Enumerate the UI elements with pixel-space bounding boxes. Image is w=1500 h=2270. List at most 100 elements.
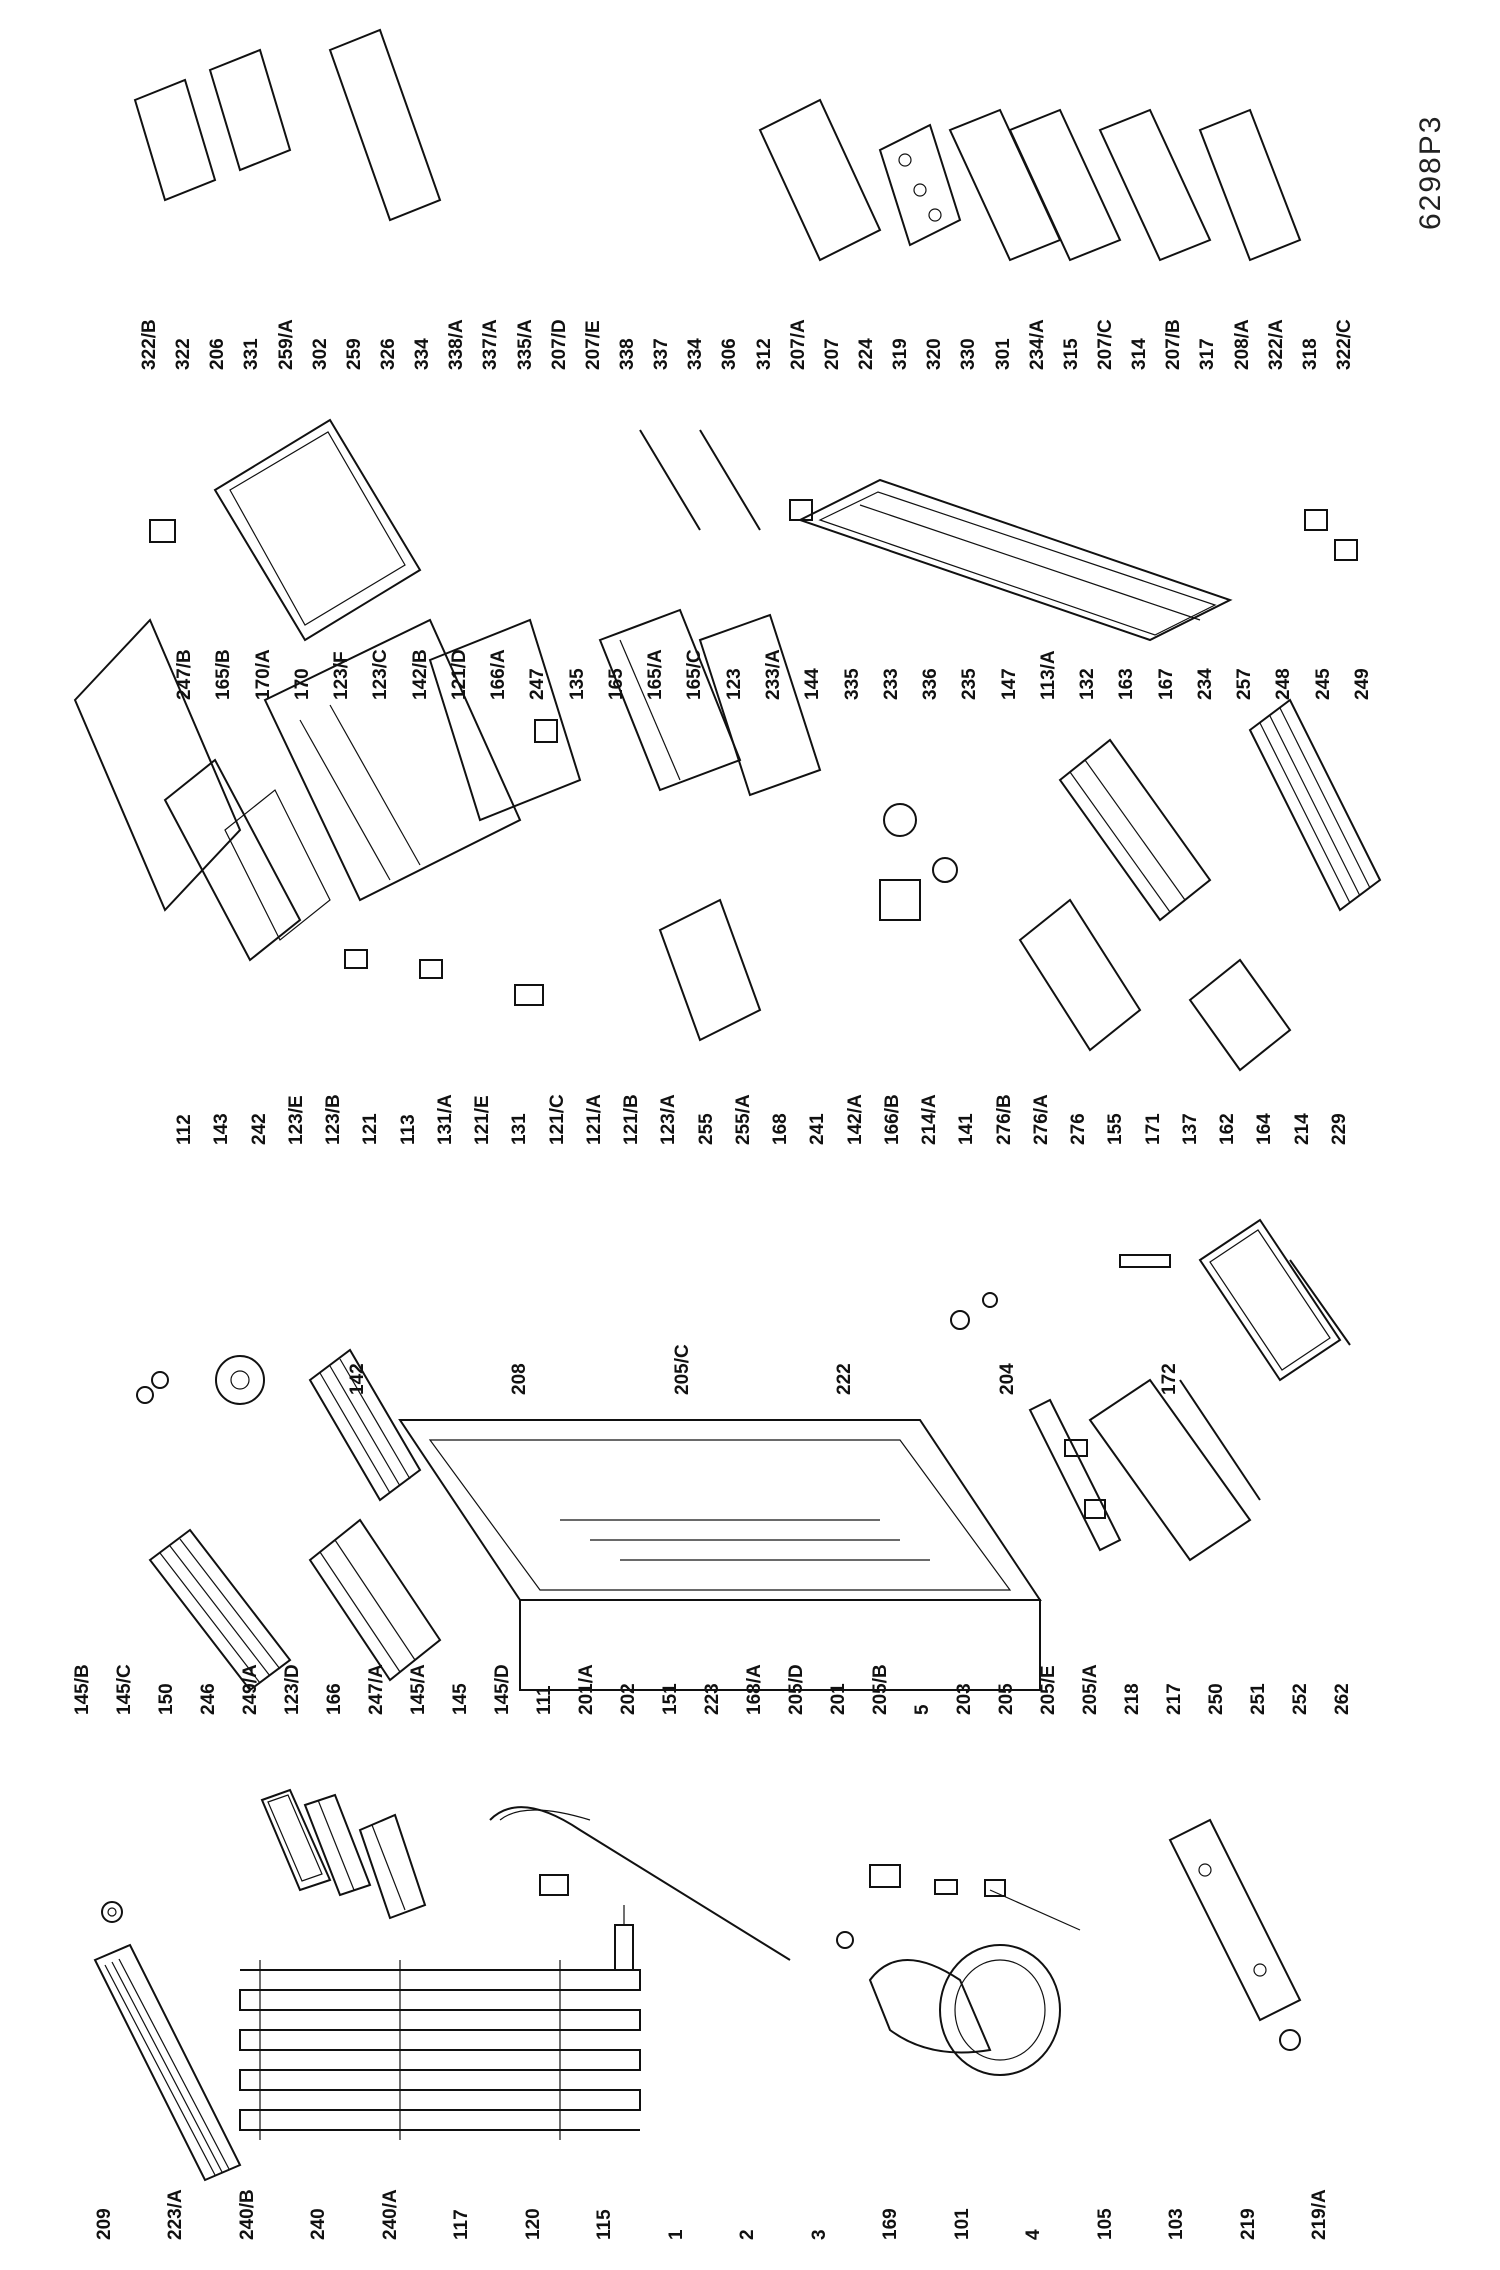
center-parts: [73, 608, 1382, 1072]
callout-label: 168/A: [744, 1664, 765, 1715]
part-111-cabinet-liner: [398, 1419, 1042, 1691]
callout-label: 247/A: [366, 1664, 387, 1715]
part-302-bin: [208, 48, 292, 172]
part-165: [534, 719, 558, 743]
part-334-strip: [639, 429, 701, 531]
callout-label: 306: [719, 338, 740, 370]
callout-label: 206: [207, 338, 228, 370]
callout-label: 246: [198, 1683, 219, 1715]
callout-label: 251: [1248, 1683, 1269, 1715]
callout-label: 145/B: [72, 1664, 93, 1715]
callout-label: 147: [999, 668, 1020, 700]
callout-label: 319: [890, 338, 911, 370]
part-252-crisper: [1198, 1218, 1342, 1382]
callout-label: 314: [1129, 338, 1150, 370]
callout-label: 142/A: [845, 1094, 866, 1145]
part-209: [101, 1901, 123, 1923]
callout-label: 317: [1197, 338, 1218, 370]
callout-label: 337: [651, 338, 672, 370]
callout-label: 121/C: [547, 1094, 568, 1145]
callout-label: 214: [1292, 1113, 1313, 1145]
part-240-ice-tray: [303, 1793, 372, 1897]
part-168: [658, 898, 762, 1042]
part-262-rail: [1289, 1259, 1351, 1346]
callout-label: 145: [450, 1683, 471, 1715]
callout-label: 103: [1166, 2208, 1187, 2240]
callout-label: 111: [534, 1685, 555, 1715]
callout-label: 165/B: [213, 649, 234, 700]
part-162-shelf: [1058, 738, 1212, 922]
callout-label: 205/B: [870, 1664, 891, 1715]
callout-label: 123/B: [323, 1094, 344, 1145]
part-331-freezer-door: [213, 418, 422, 642]
callout-label: 334: [412, 338, 433, 370]
callout-label: 207/C: [1095, 319, 1116, 370]
callout-label: 113/A: [1038, 650, 1059, 700]
part-322-hinge: [149, 519, 176, 543]
callout-label: 241: [807, 1113, 828, 1145]
part-247: [428, 618, 582, 822]
callout-label: 207: [822, 338, 843, 370]
callout-label: 170: [292, 668, 313, 700]
part-330-shelf: [1008, 108, 1122, 262]
callout-label: 338/A: [446, 319, 467, 370]
callout-label: 233: [881, 668, 902, 700]
callout-label: 3: [809, 2229, 830, 2240]
callout-label: 155: [1105, 1113, 1126, 1145]
callout-label: 204: [997, 1363, 1018, 1395]
part-240b-tray: [260, 1788, 332, 1892]
callout-label: 320: [924, 338, 945, 370]
part-207-hinge: [789, 499, 813, 521]
callout-label: 338: [617, 338, 638, 370]
callout-label: 169: [880, 2208, 901, 2240]
callout-label: 137: [1180, 1113, 1201, 1145]
callout-label: 132: [1077, 668, 1098, 700]
part-322a-hinge: [1304, 509, 1328, 531]
callout-label: 141: [956, 1113, 977, 1145]
part-150-fan: [215, 1355, 265, 1405]
callout-label: 301: [993, 338, 1014, 370]
callout-label: 164: [1254, 1113, 1275, 1145]
callout-label: 207/E: [583, 320, 604, 370]
callout-label: 121/B: [621, 1094, 642, 1145]
callout-label: 234: [1195, 668, 1216, 700]
part-132-knob: [883, 803, 917, 837]
callout-label: 335/A: [515, 319, 536, 370]
callout-label: 166/B: [882, 1094, 903, 1145]
callout-label: 123: [724, 668, 745, 700]
callout-label: 240/A: [380, 2189, 401, 2240]
callout-label: 315: [1061, 338, 1082, 370]
callout-label: 105: [1095, 2208, 1116, 2240]
callout-label: 214/A: [919, 1094, 940, 1145]
callout-label: 248: [1273, 668, 1294, 700]
part-142-evaporator: [308, 1348, 422, 1502]
callout-label: 168: [770, 1113, 791, 1145]
part-101-compressor: [939, 1944, 1061, 2076]
callout-label: 242: [249, 1113, 270, 1145]
part-4: [934, 1879, 958, 1895]
callout-label: 322/C: [1334, 319, 1355, 370]
callout-label: 201/A: [576, 1664, 597, 1715]
part-322c-hinge: [1334, 539, 1358, 561]
callout-label: 205/A: [1080, 1664, 1101, 1715]
callout-label: 276/A: [1031, 1094, 1052, 1145]
part-320-shelf: [948, 108, 1062, 262]
part-163: [932, 857, 958, 883]
part-223a-grille: [93, 1943, 242, 2182]
callout-label: 166: [324, 1683, 345, 1715]
diagram-code: 6298P3: [1414, 115, 1447, 230]
callout-label: 208/A: [1232, 319, 1253, 370]
part-143: [224, 789, 331, 941]
part-115-drier: [614, 1905, 634, 1971]
part-219a-foot: [1279, 2029, 1301, 2051]
callout-label: 151: [660, 1683, 681, 1715]
part-145c: [151, 1371, 169, 1389]
part-326-bar: [328, 28, 442, 222]
callout-label: 245: [1313, 668, 1334, 700]
part-144: [698, 613, 822, 797]
callout-label: 330: [958, 338, 979, 370]
